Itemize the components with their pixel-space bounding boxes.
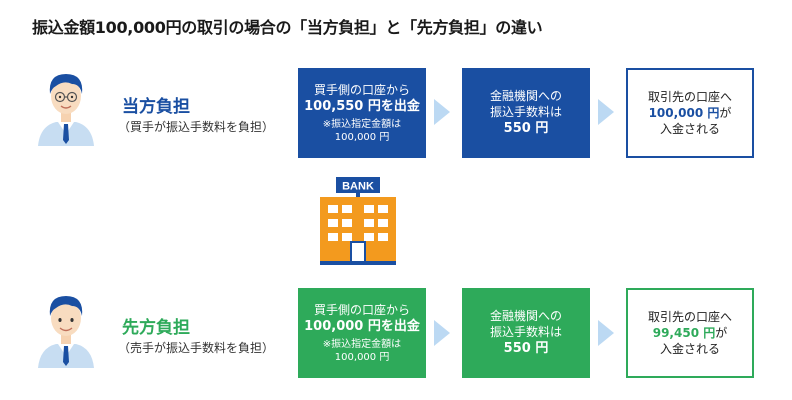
top-withdraw-amount: 100,550 円を出金: [304, 98, 420, 114]
top-deposit-amount-line: 100,000 円が: [649, 105, 732, 121]
bottom-deposit-box: 取引先の口座へ 99,450 円が 入金される: [626, 288, 754, 378]
top-deposit-line1: 取引先の口座へ: [647, 89, 732, 104]
bank-building-icon: BANK: [320, 177, 396, 265]
bottom-fee-amount: 550 円: [503, 341, 549, 357]
top-deposit-amount: 100,000 円: [648, 105, 720, 120]
bottom-deposit-amount-line: 99,450 円が: [653, 325, 728, 341]
top-arrow-2-icon: [598, 99, 614, 125]
payee-sublabel: （売手が振込手数料を負担）: [118, 341, 275, 355]
top-withdraw-note: ※振込指定金額は 100,000 円: [323, 118, 401, 144]
top-fee-line1: 金融機関への: [489, 89, 562, 104]
bottom-deposit-amount: 99,450 円: [652, 325, 716, 340]
top-arrow-1-icon: [434, 99, 450, 125]
bottom-note-line1: ※振込指定金額は: [322, 339, 402, 351]
bottom-fee-box: 金融機関への 振込手数料は 550 円: [462, 288, 590, 378]
bottom-withdraw-box: 買手側の口座から 100,000 円を出金 ※振込指定金額は 100,000 円: [298, 288, 426, 378]
person-icon: [38, 296, 94, 368]
payee-label: 先方負担: [122, 318, 190, 338]
top-deposit-line3: 入金される: [659, 122, 720, 137]
bottom-arrow-1-icon: [434, 320, 450, 346]
top-note-line2: 100,000 円: [334, 132, 390, 144]
bottom-note-line2: 100,000 円: [334, 352, 390, 364]
payer-sublabel: （買手が振込手数料を負担）: [118, 120, 275, 134]
bottom-deposit-line3: 入金される: [659, 342, 720, 357]
bottom-arrow-2-icon: [598, 320, 614, 346]
payer-label: 当方負担: [122, 97, 190, 117]
top-deposit-box: 取引先の口座へ 100,000 円が 入金される: [626, 68, 754, 158]
top-withdraw-line1: 買手側の口座から: [313, 82, 410, 97]
bottom-deposit-suffix: が: [715, 325, 728, 340]
top-withdraw-box: 買手側の口座から 100,550 円を出金 ※振込指定金額は 100,000 円: [298, 68, 426, 158]
diagram-title: 振込金額100,000円の取引の場合の「当方負担」と「先方負担」の違い: [32, 18, 543, 37]
bottom-withdraw-amount: 100,000 円を出金: [304, 318, 420, 334]
top-fee-box: 金融機関への 振込手数料は 550 円: [462, 68, 590, 158]
bottom-fee-line2: 振込手数料は: [489, 325, 562, 340]
bottom-withdraw-note: ※振込指定金額は 100,000 円: [323, 338, 401, 364]
bank-sign: BANK: [342, 181, 374, 193]
bottom-fee-line1: 金融機関への: [489, 309, 562, 324]
person-icon: [38, 74, 94, 146]
top-note-line1: ※振込指定金額は: [322, 119, 402, 131]
bottom-withdraw-line1: 買手側の口座から: [313, 302, 410, 317]
bottom-deposit-line1: 取引先の口座へ: [647, 309, 732, 324]
top-deposit-suffix: が: [719, 105, 732, 120]
top-fee-line2: 振込手数料は: [489, 105, 562, 120]
top-fee-amount: 550 円: [503, 121, 549, 137]
